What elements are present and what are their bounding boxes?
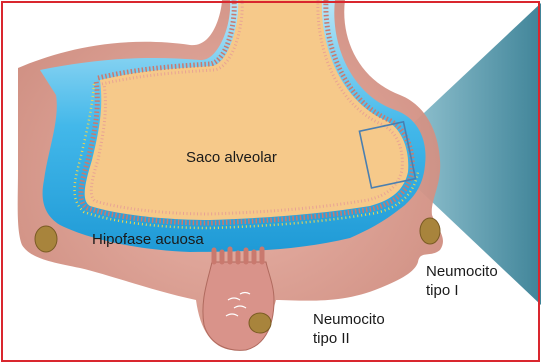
label-pneumocyte-type2-line2: tipo II [313, 329, 385, 348]
label-pneumocyte-type2-line1: Neumocito [313, 310, 385, 329]
pneumocyte-type1-nucleus-right [420, 218, 440, 244]
pneumocyte-type2 [203, 249, 274, 350]
label-pneumocyte-type2: Neumocito tipo II [313, 310, 385, 348]
label-pneumocyte-type1-line1: Neumocito [426, 262, 498, 281]
label-pneumocyte-type1-line2: tipo I [426, 281, 498, 300]
air-space [85, 0, 409, 220]
label-alveolar-sac: Saco alveolar [186, 148, 277, 167]
microvilli [214, 249, 262, 262]
label-pneumocyte-type1: Neumocito tipo I [426, 262, 498, 300]
pneumocyte-type1-nucleus-left [35, 226, 57, 252]
label-aqueous-hypophase: Hipofase acuosa [92, 230, 204, 249]
pneumocyte-type2-nucleus [249, 313, 271, 333]
